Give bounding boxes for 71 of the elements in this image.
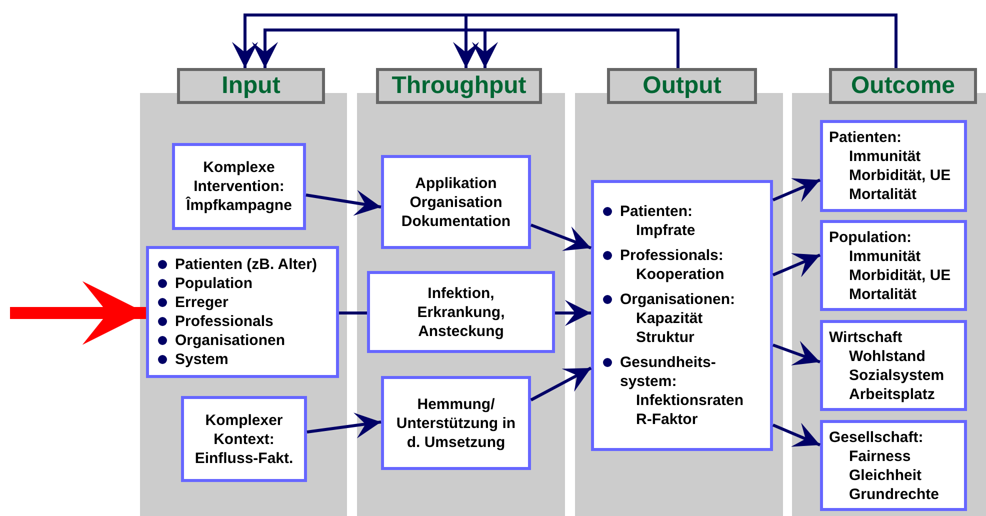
arrow (306, 190, 382, 216)
list-subitem: Gleichheit (848, 466, 922, 484)
connector-line (339, 312, 367, 314)
arrow (772, 178, 821, 202)
box-heading: Gesellschaft: (829, 428, 924, 446)
list-subitem: Mortalität (848, 284, 916, 304)
column-panel (140, 68, 347, 516)
arrow (306, 412, 382, 438)
box-heading: Patienten: (829, 128, 902, 147)
box-text: Dokumentation (401, 212, 511, 230)
box-heading: Wirtschaft (829, 328, 902, 346)
column-header: Outcome (829, 68, 977, 104)
box-text: Hemmung/ Unterstützung in d. Umsetzung (395, 394, 517, 452)
arrow (472, 28, 680, 68)
arrow (530, 366, 592, 402)
list-subitem: Fairness (848, 446, 911, 466)
column-panel (792, 68, 986, 516)
list-item: Erreger (155, 293, 228, 312)
text-box (381, 376, 531, 470)
box-heading: Population: (829, 228, 912, 246)
list-subitem: Sozialsystem (848, 366, 944, 384)
arrow (530, 224, 592, 251)
column-header: Output (607, 68, 757, 104)
arrow (772, 422, 821, 447)
list-item: Patienten: (600, 202, 693, 221)
box-text: Komplexe Intervention: Împfkampagne (184, 158, 293, 215)
text-box (820, 420, 967, 511)
text-box (820, 220, 967, 311)
text-box (591, 180, 773, 451)
list-item: Professionals: (600, 246, 724, 265)
text-box (381, 155, 531, 249)
list-item: Organisationen: (600, 290, 736, 309)
list-item: Gesundheits- system: (600, 353, 764, 391)
column-panel (575, 68, 783, 516)
arrow (772, 253, 821, 278)
box-text: Infektion, Erkrankung, Ansteckung (416, 284, 506, 340)
list-item: System (155, 350, 228, 369)
box-text: Organisation (410, 192, 502, 212)
list-item: Professionals (155, 312, 274, 331)
list-subitem: Wohlstand (848, 346, 926, 366)
text-box (367, 271, 555, 353)
column-header: Throughput (376, 68, 542, 104)
list-subitem: Mortalität (848, 185, 916, 204)
list-subitem: Morbidität, UE (848, 266, 951, 284)
list-subitem: Grundrechte (848, 484, 940, 504)
text-box (181, 396, 307, 482)
list-item: Patienten (zB. Alter) (155, 255, 317, 274)
list-subitem: Arbeitsplatz (848, 384, 935, 404)
list-subitem: Immunität (848, 246, 921, 266)
list-subitem: Morbidität, UE (848, 166, 951, 185)
box-text: Applikation (415, 174, 497, 192)
arrow (452, 14, 898, 68)
arrow (772, 340, 821, 366)
list-subitem: Kooperation (635, 265, 724, 284)
text-box (820, 120, 967, 212)
list-subitem: Impfrate (635, 221, 696, 240)
list-subitem: Infektionsraten (635, 391, 744, 410)
list-subitem: Immunität (848, 147, 921, 166)
list-subitem: Kapazität (635, 309, 703, 328)
list-subitem: R-Faktor (635, 410, 698, 429)
column-panel (357, 68, 565, 516)
text-box (146, 246, 339, 378)
box-text: Komplexer Kontext: Einfluss-Fakt. (194, 410, 294, 468)
list-item: Population (155, 274, 252, 293)
arrow (555, 300, 591, 326)
block-arrow (10, 281, 146, 345)
list-item: Organisationen (155, 331, 286, 350)
list-subitem: Struktur (635, 328, 694, 347)
column-header: Input (177, 68, 325, 104)
text-box (820, 320, 967, 411)
text-box (172, 143, 306, 230)
